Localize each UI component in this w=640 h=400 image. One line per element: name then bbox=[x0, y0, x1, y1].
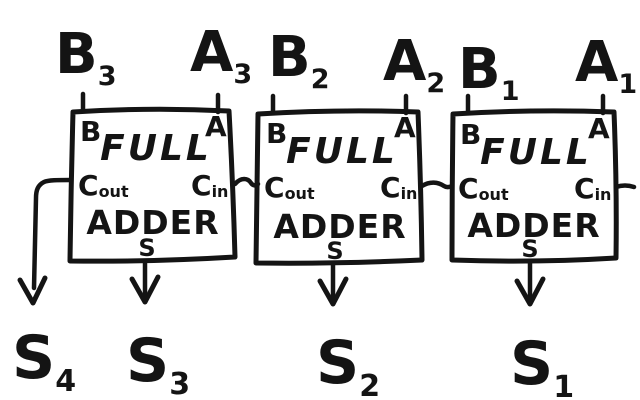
port-label-a: A bbox=[394, 111, 416, 144]
sum-arrowhead bbox=[317, 276, 349, 307]
input-label-b1: B1 bbox=[458, 37, 519, 107]
input-label-a2: A2 bbox=[383, 29, 445, 99]
carry-wire-bit3-bit2 bbox=[232, 176, 261, 188]
adder-title-line2: ADDER bbox=[273, 207, 406, 246]
adder-box bbox=[67, 106, 238, 264]
port-label-s: S bbox=[521, 235, 538, 263]
carry-out-arrowhead bbox=[17, 275, 48, 306]
full-adder-bit3: B3 A3 B A FULL Cout Cin ADDER S S3 bbox=[55, 20, 252, 400]
full-adder-bit2: B2 A2 B A FULL Cout Cin ADDER S S2 bbox=[253, 25, 445, 400]
adder-title-line2: ADDER bbox=[86, 203, 219, 242]
adder-title-line1: FULL bbox=[100, 128, 212, 169]
adder-title-line1: FULL bbox=[480, 132, 592, 173]
port-label-s: S bbox=[138, 234, 155, 262]
sum-arrowhead bbox=[514, 276, 546, 307]
port-label-cin: Cin bbox=[380, 171, 417, 204]
port-label-b: B bbox=[266, 117, 287, 150]
input-label-b2: B2 bbox=[268, 25, 329, 95]
adder-title-line2: ADDER bbox=[467, 206, 600, 245]
port-label-s: S bbox=[326, 237, 343, 265]
carry-wire-bit2-bit1 bbox=[419, 180, 455, 190]
port-label-cout: Cout bbox=[264, 171, 315, 204]
port-label-cin: Cin bbox=[191, 169, 228, 202]
input-label-a3: A3 bbox=[190, 20, 252, 90]
sum-label-s3: S3 bbox=[126, 326, 190, 400]
full-adder-bit1: B1 A1 B A FULL Cout Cin ADDER S S1 bbox=[449, 30, 637, 400]
adder-box bbox=[253, 108, 425, 266]
port-label-b: B bbox=[80, 115, 101, 148]
adder-box bbox=[449, 108, 619, 264]
adder-title-line1: FULL bbox=[286, 131, 398, 172]
port-label-cin: Cin bbox=[574, 172, 611, 205]
sum-arrowhead bbox=[129, 274, 161, 305]
sum-label-s4: S4 bbox=[12, 323, 76, 399]
carry-out-s4: S4 bbox=[12, 177, 76, 399]
port-label-a: A bbox=[205, 110, 227, 143]
port-label-cout: Cout bbox=[78, 169, 129, 202]
sum-label-s2: S2 bbox=[316, 328, 380, 400]
input-label-a1: A1 bbox=[575, 30, 637, 100]
port-label-a: A bbox=[588, 112, 610, 145]
sum-label-s1: S1 bbox=[510, 329, 574, 400]
input-label-b3: B3 bbox=[55, 22, 116, 92]
port-label-cout: Cout bbox=[458, 172, 509, 205]
port-label-b: B bbox=[460, 118, 481, 151]
carry-out-wire bbox=[31, 177, 74, 291]
carry-in-open-stub bbox=[613, 183, 637, 190]
